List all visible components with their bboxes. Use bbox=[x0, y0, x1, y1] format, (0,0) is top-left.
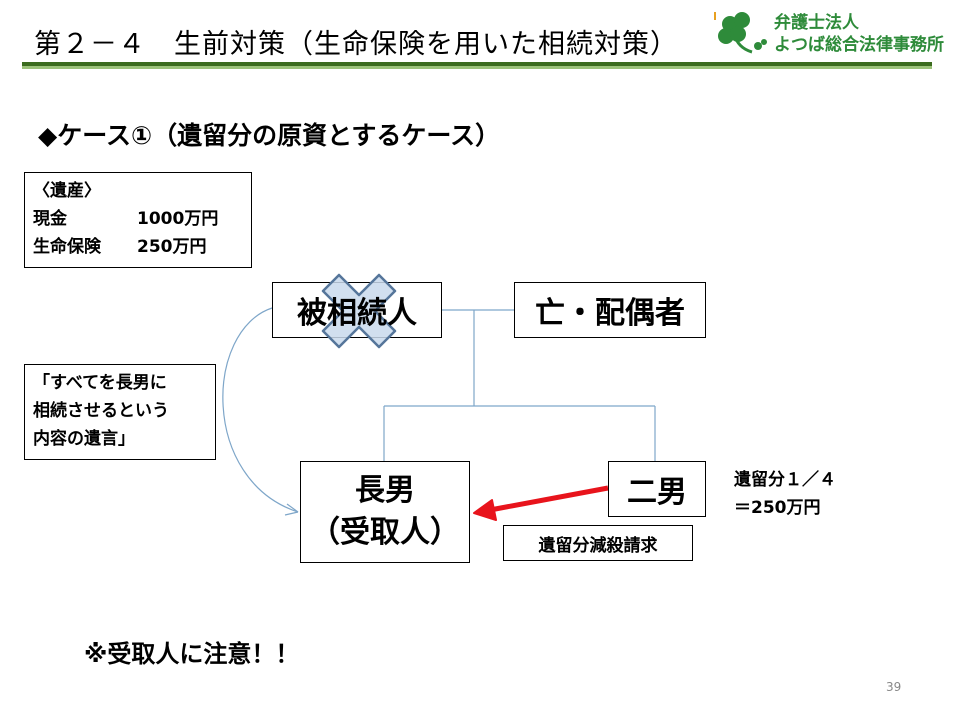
header-rule-accent bbox=[22, 66, 932, 69]
estate-item-label: 生命保険 bbox=[33, 237, 101, 257]
estate-item-value: 250万円 bbox=[137, 237, 207, 257]
beneficiary-label: （受取人） bbox=[310, 515, 460, 550]
deceased-cross-icon bbox=[321, 273, 397, 349]
will-curve-arrowhead bbox=[284, 503, 299, 516]
claim-label: 遺留分減殺請求 bbox=[538, 535, 658, 556]
case-heading: ◆ケース①（遺留分の原資とするケース） bbox=[38, 121, 501, 150]
estate-heading: 〈遺産〉 bbox=[33, 181, 101, 201]
spouse-label: 亡・配偶者 bbox=[535, 296, 685, 331]
claim-label-box: 遺留分減殺請求 bbox=[503, 525, 693, 561]
family-tree-lines bbox=[383, 309, 656, 461]
header-rule bbox=[22, 62, 932, 66]
firm-name-line1: 弁護士法人 bbox=[774, 13, 859, 33]
estate-box: 〈遺産〉 現金 1000万円 生命保険 250万円 bbox=[24, 172, 252, 268]
firm-name-line2: よつば総合法律事務所 bbox=[774, 35, 944, 55]
caution-note: ※受取人に注意！！ bbox=[84, 640, 300, 668]
estate-item-insurance: 生命保険 250万円 bbox=[33, 233, 243, 261]
page-title: 第２－４ 生前対策（生命保険を用いた相続対策） bbox=[34, 29, 678, 60]
reserved-share-text: 遺留分１／４ ＝250万円 bbox=[734, 466, 836, 522]
second-son-node: 二男 bbox=[608, 461, 706, 517]
estate-item-value: 1000万円 bbox=[137, 209, 219, 229]
second-son-label: 二男 bbox=[627, 475, 687, 510]
firm-name: 弁護士法人 よつば総合法律事務所 bbox=[774, 12, 944, 56]
will-curve-arrow bbox=[222, 307, 299, 513]
will-line: 相続させるという bbox=[33, 401, 169, 421]
eldest-son-node: 長男 （受取人） bbox=[300, 461, 470, 563]
will-line: 「すべてを長男に bbox=[33, 373, 167, 393]
spouse-node: 亡・配偶者 bbox=[514, 282, 706, 338]
page-number: 39 bbox=[886, 680, 902, 694]
claim-arrow-icon bbox=[473, 485, 609, 521]
firm-logo: 弁護士法人 よつば総合法律事務所 bbox=[712, 8, 944, 60]
will-line: 内容の遺言」 bbox=[33, 429, 135, 449]
reserved-share-line2: ＝250万円 bbox=[734, 498, 821, 518]
reserved-share-line1: 遺留分１／４ bbox=[734, 470, 836, 490]
will-box: 「すべてを長男に 相続させるという 内容の遺言」 bbox=[24, 364, 216, 460]
decedent-node: 被相続人 bbox=[272, 273, 442, 349]
decedent-label: 被相続人 bbox=[297, 296, 417, 331]
estate-item-label: 現金 bbox=[33, 209, 67, 229]
eldest-son-label: 長男 bbox=[355, 473, 415, 508]
estate-item-cash: 現金 1000万円 bbox=[33, 205, 243, 233]
clover-logo-icon bbox=[714, 12, 767, 54]
